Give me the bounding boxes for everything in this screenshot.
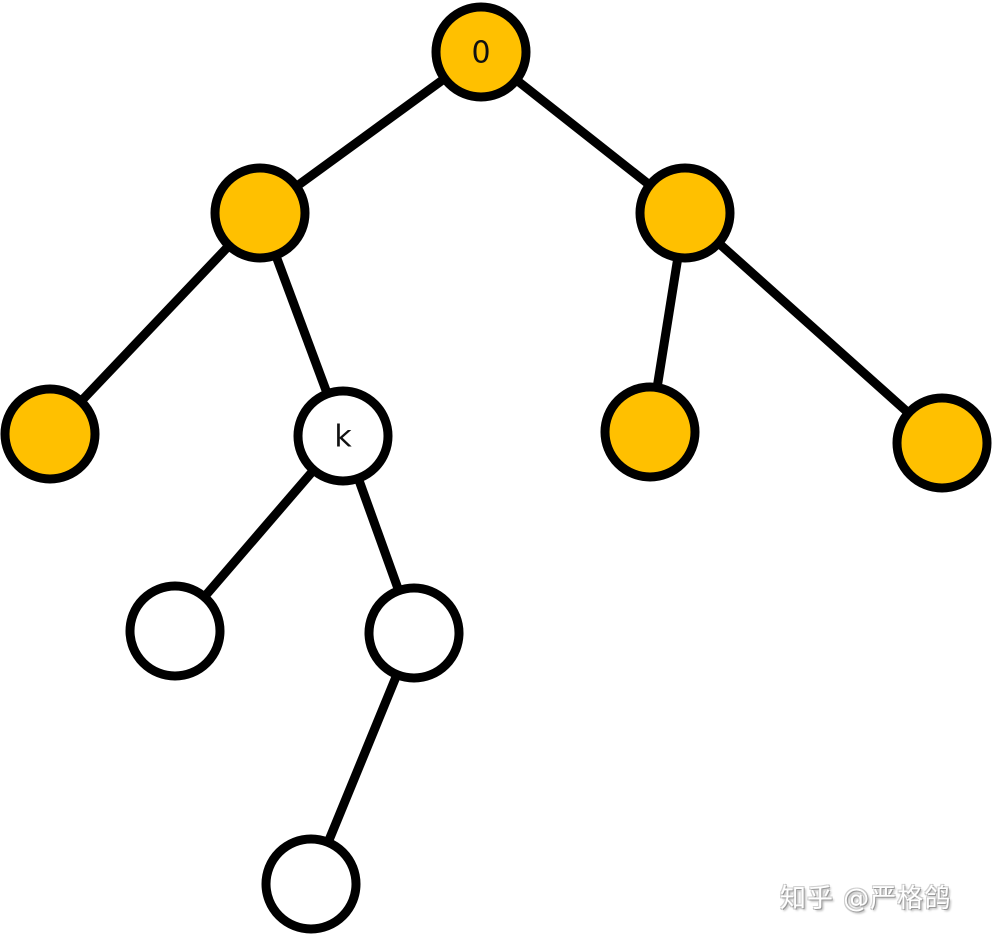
node-circle: [635, 163, 735, 263]
node-label: k: [334, 420, 352, 455]
node-circle: [125, 581, 225, 681]
tree-node-highlighted: 0: [431, 2, 531, 102]
watermark: 知乎 @严格鸽: [780, 884, 952, 914]
node-circle: [892, 393, 992, 493]
tree-node-highlighted: [600, 382, 700, 482]
node-circle: [210, 163, 310, 263]
tree-node-highlighted: [635, 163, 735, 263]
tree-edge: [681, 209, 946, 447]
node-circle: [0, 384, 100, 484]
node-circle: [261, 834, 361, 934]
tree-edge: [46, 209, 264, 438]
node-circle: [431, 2, 531, 102]
tree-node-highlighted: [210, 163, 310, 263]
node-circle: [364, 583, 464, 683]
tree-node: [364, 583, 464, 683]
node-label: 0: [471, 36, 490, 71]
node-circle: [293, 386, 393, 486]
node-circle: [600, 382, 700, 482]
tree-node-highlighted: [0, 384, 100, 484]
tree-node: [261, 834, 361, 934]
tree-node-highlighted: [892, 393, 992, 493]
tree-edges: [46, 48, 946, 886]
tree-node: k: [293, 386, 393, 486]
tree-node: [125, 581, 225, 681]
